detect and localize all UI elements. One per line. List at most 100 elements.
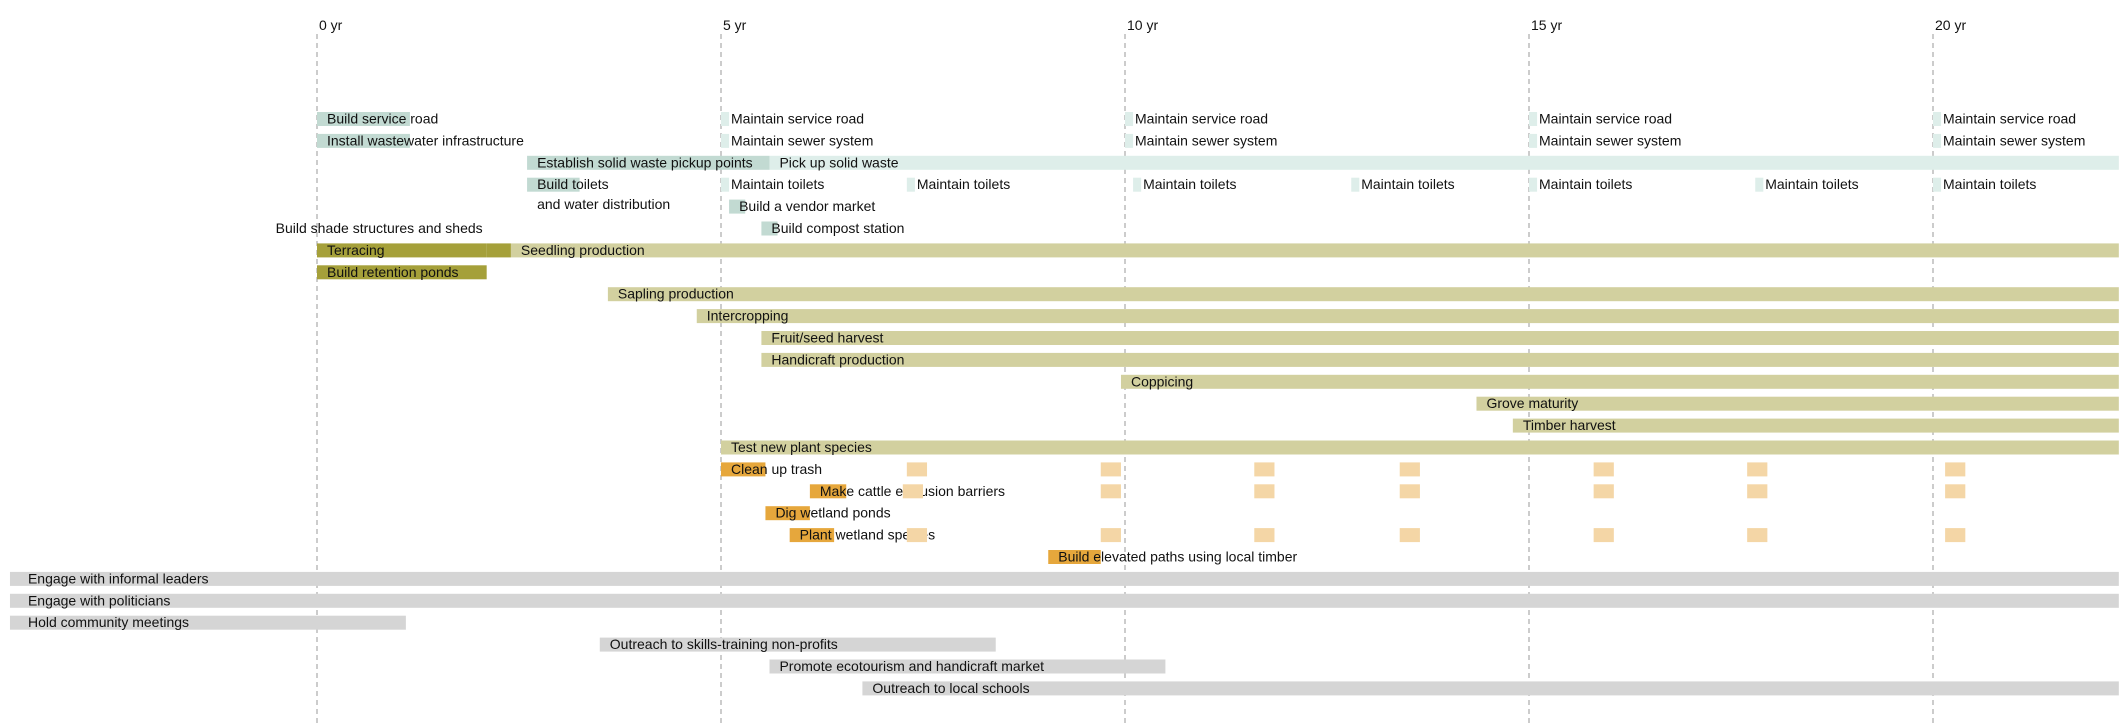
label-engage-with-politicians: Engage with politicians (28, 592, 170, 608)
bar-segment (1100, 484, 1121, 499)
bar-segment (1593, 484, 1614, 499)
bar-engage-with-informal-leaders (9, 571, 2119, 586)
bar-segment (902, 484, 923, 499)
bar-build-retention-ponds (317, 265, 487, 280)
bar-maintain-toilets (1529, 177, 1538, 192)
label-outreach-to-local-schools: Outreach to local schools (872, 680, 1029, 696)
bar-segment (1254, 462, 1275, 477)
bar-maintain-toilets (1933, 177, 1942, 192)
bar-promote-ecotourism-and-handicraft-market (769, 659, 1166, 674)
bar-segment (1747, 462, 1768, 477)
bar-maintain-toilets (1351, 177, 1360, 192)
bar-segment (1747, 484, 1768, 499)
bar-hold-community-meetings (9, 615, 406, 630)
bar-test-new-plant-species (721, 440, 2119, 455)
bar-maintain-sewer-system (1125, 133, 1134, 148)
bar-maintain-toilets (721, 177, 730, 192)
label-fruit-seed-harvest: Fruit/seed harvest (771, 330, 883, 346)
label-pick-up-solid-waste: Pick up solid waste (779, 154, 898, 170)
bar-maintain-toilets (906, 177, 915, 192)
bar-build-compost-station (761, 221, 778, 236)
tick-label-5-yr: 5 yr (723, 17, 747, 33)
label-build-shade-structures-and-sheds: Build shade structures and sheds (276, 220, 483, 236)
label-grove-maturity: Grove maturity (1486, 395, 1578, 411)
bar-make-cattle-exclusion-barriers (809, 484, 847, 499)
label-maintain-sewer-system: Maintain sewer system (1135, 132, 1277, 148)
bar-build-elevated-paths-using-local-timber (1048, 550, 1101, 564)
label-handicraft-production: Handicraft production (771, 351, 904, 367)
label-maintain-toilets: Maintain toilets (1765, 176, 1858, 192)
label-maintain-service-road: Maintain service road (1539, 111, 1672, 127)
bar-segment (1254, 484, 1275, 499)
bar-plant-wetland-species (789, 528, 835, 543)
label-maintain-sewer-system: Maintain sewer system (1943, 132, 2085, 148)
bar-segment (1100, 528, 1121, 543)
label-plant-wetland-species: Plant wetland species (800, 527, 935, 543)
label-dig-wetland-ponds: Dig wetland ponds (775, 505, 890, 521)
label-install-wastewater-infrastructure: Install wastewater infrastructure (327, 132, 524, 148)
label-coppicing: Coppicing (1131, 373, 1193, 389)
bar-fruit-seed-harvest (761, 331, 2119, 345)
bar-maintain-toilets (1755, 177, 1764, 192)
bar-timber-harvest (1512, 418, 2119, 433)
bar-maintain-sewer-system (1933, 133, 1942, 148)
tick-label-20-yr: 20 yr (1935, 17, 1966, 33)
label-maintain-toilets: Maintain toilets (917, 176, 1010, 192)
bar-segment (1593, 528, 1614, 543)
label-build-retention-ponds: Build retention ponds (327, 264, 459, 280)
label-outreach-to-skills-training-non-profits: Outreach to skills-training non-profits (610, 636, 838, 652)
label-maintain-sewer-system: Maintain sewer system (731, 132, 873, 148)
bar-segment (486, 243, 511, 258)
bar-engage-with-politicians (9, 593, 2119, 608)
bar-segment (1945, 528, 1966, 543)
label-hold-community-meetings: Hold community meetings (28, 614, 189, 630)
label-engage-with-informal-leaders: Engage with informal leaders (28, 570, 209, 586)
bar-dig-wetland-ponds (765, 506, 810, 521)
bar-establish-solid-waste-pickup-points (527, 155, 770, 170)
label-terracing: Terracing (327, 242, 385, 258)
bar-maintain-service-road (1529, 112, 1538, 126)
label-maintain-toilets: Maintain toilets (731, 176, 824, 192)
bar-coppicing (1120, 374, 2119, 389)
bar-install-wastewater-infrastructure (317, 133, 410, 148)
label-build-toilets-line2: and water distribution (537, 196, 670, 212)
bar-handicraft-production (761, 352, 2119, 367)
bar-maintain-service-road (1125, 112, 1134, 126)
bar-seedling-production (510, 243, 2119, 258)
bar-maintain-sewer-system (721, 133, 730, 148)
label-maintain-toilets: Maintain toilets (1539, 176, 1632, 192)
label-clean-up-trash: Clean up trash (731, 461, 822, 477)
bar-intercropping (696, 309, 2119, 324)
tick-label-10-yr: 10 yr (1127, 17, 1158, 33)
bar-segment (1399, 484, 1420, 499)
bar-segment (1399, 462, 1420, 477)
label-maintain-toilets: Maintain toilets (1361, 176, 1454, 192)
label-build-service-road: Build service road (327, 111, 438, 127)
label-maintain-service-road: Maintain service road (1135, 111, 1268, 127)
bar-segment (906, 462, 928, 477)
bar-segment (906, 528, 928, 543)
label-build-toilets: Build toilets (537, 176, 609, 192)
bar-pick-up-solid-waste (769, 155, 2119, 170)
label-build-elevated-paths-using-local-timber: Build elevated paths using local timber (1058, 549, 1297, 565)
bar-segment (1254, 528, 1275, 543)
bar-outreach-to-skills-training-non-profits (599, 637, 996, 652)
bar-maintain-service-road (721, 112, 730, 126)
label-sapling-production: Sapling production (618, 286, 734, 302)
bar-clean-up-trash (721, 462, 766, 477)
bar-segment (1945, 484, 1966, 499)
bar-maintain-toilets (1133, 177, 1142, 192)
bar-build-service-road (317, 112, 410, 126)
bar-terracing (317, 243, 487, 258)
label-build-compost-station: Build compost station (771, 220, 904, 236)
bar-sapling-production (607, 287, 2119, 302)
label-maintain-service-road: Maintain service road (731, 111, 864, 127)
label-seedling-production: Seedling production (521, 242, 645, 258)
bar-outreach-to-local-schools (862, 681, 2119, 696)
label-intercropping: Intercropping (707, 308, 789, 324)
tick-label-0-yr: 0 yr (319, 17, 343, 33)
bar-build-toilets (527, 177, 580, 192)
